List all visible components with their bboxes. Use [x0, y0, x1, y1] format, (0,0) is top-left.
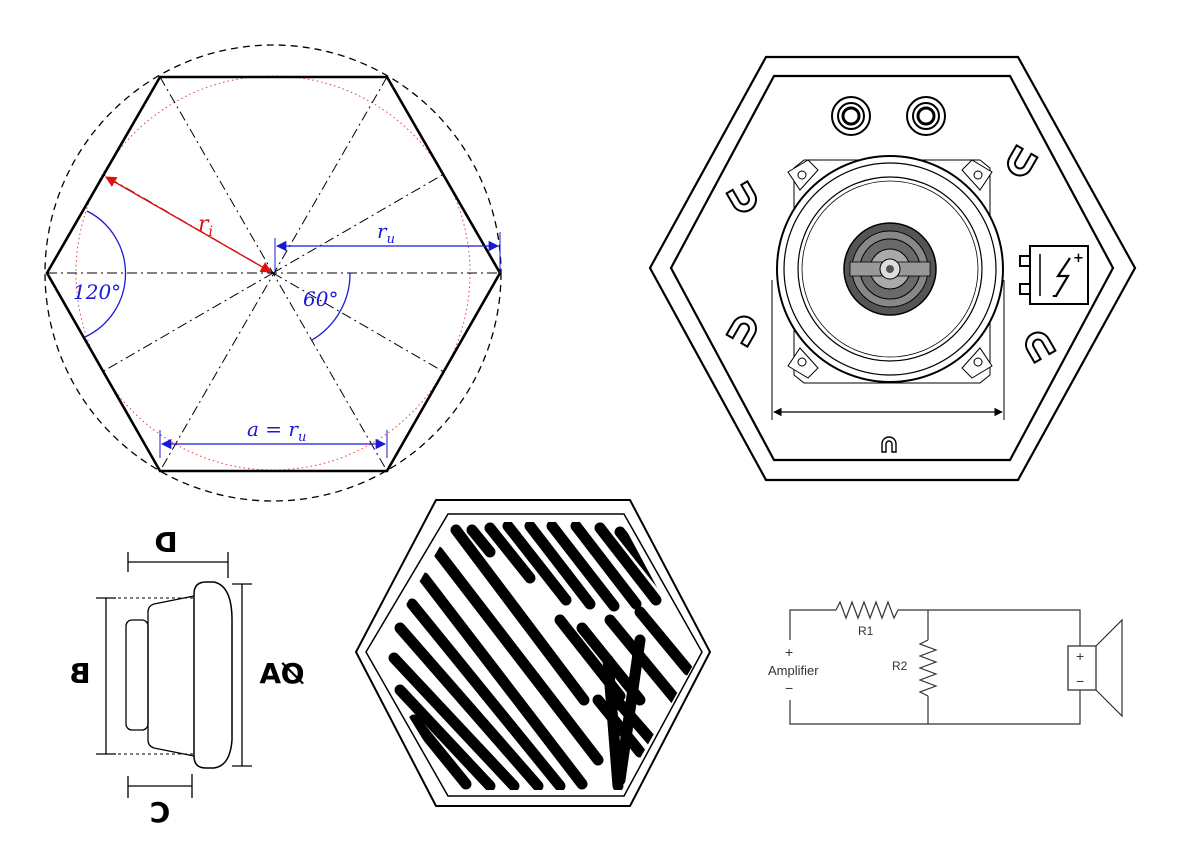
speaker-cone-symbol [1095, 618, 1123, 718]
svg-text:-: - [1052, 288, 1058, 304]
hexagon-grille [354, 499, 712, 807]
magnet-icon [1007, 143, 1039, 177]
amplifier-minus: − [785, 680, 793, 696]
grille-inner-outline [365, 513, 703, 797]
magnet-icon [725, 315, 757, 349]
wire-bottom [789, 690, 1081, 725]
hexagon-geometry-diagram: ri ru a = ru 120° 60° [44, 44, 502, 502]
battery-icon: + - [1019, 245, 1089, 305]
speaker-mount-tab-sw [787, 347, 819, 379]
grille-outer-outline [354, 499, 712, 807]
magnet-icon [881, 436, 897, 453]
amplifier-circuit [789, 600, 1123, 725]
speaker-side-view-mirrored: D B ØA C [69, 526, 304, 829]
speaker-driver [776, 155, 1004, 384]
speaker-front-face [193, 581, 233, 769]
speaker-plus: + [1076, 648, 1084, 664]
box-inner-outline [669, 74, 1115, 462]
speaker-magnet [125, 619, 149, 731]
speaker-basket [147, 595, 195, 757]
grille-slots [388, 522, 694, 790]
speaker-mount-tab-ne [961, 159, 993, 191]
hexagon-outline [45, 75, 502, 473]
angle-60-label: 60° [303, 287, 338, 311]
wire-top-right [898, 609, 1081, 646]
speaker-mount-tab-nw [787, 159, 819, 191]
terminal-post-left [831, 96, 871, 136]
dimension-label-b: B [69, 657, 90, 690]
amplifier-plus: + [785, 644, 793, 660]
angle-120-label: 120° [73, 280, 121, 304]
amplifier-label: Amplifier [768, 663, 819, 678]
speaker-box-top-view: + - [648, 55, 1137, 482]
box-outer-outline [648, 55, 1137, 482]
magnet-icon [725, 179, 757, 213]
svg-text:+: + [1073, 251, 1084, 266]
outer-radius-label: ru [377, 219, 395, 247]
inner-radius-label: ri [198, 212, 213, 240]
dimension-label-d: D [154, 526, 177, 559]
speaker-mount-tab-se [961, 347, 993, 379]
circuit-labels: + Amplifier − R1 R2 + − [768, 624, 1084, 696]
center-lines [47, 76, 500, 472]
terminal-post-right [906, 96, 946, 136]
angle-120-arc [84, 210, 127, 338]
magnet-icon [1025, 331, 1057, 365]
r1-label: R1 [858, 624, 874, 638]
resistor-r2 [918, 639, 938, 697]
wire-top-left [789, 609, 836, 640]
speaker-coil-symbol [1067, 645, 1097, 691]
side-length-label: a = ru [247, 417, 306, 445]
r2-label: R2 [892, 659, 908, 673]
inner-radius-arrow [105, 176, 272, 273]
resistor-r1 [835, 600, 899, 620]
speaker-minus: − [1076, 673, 1084, 689]
dimension-label-a: ØA [259, 657, 304, 690]
angle-60-arc [311, 272, 351, 341]
dimension-label-c: C [150, 796, 171, 829]
